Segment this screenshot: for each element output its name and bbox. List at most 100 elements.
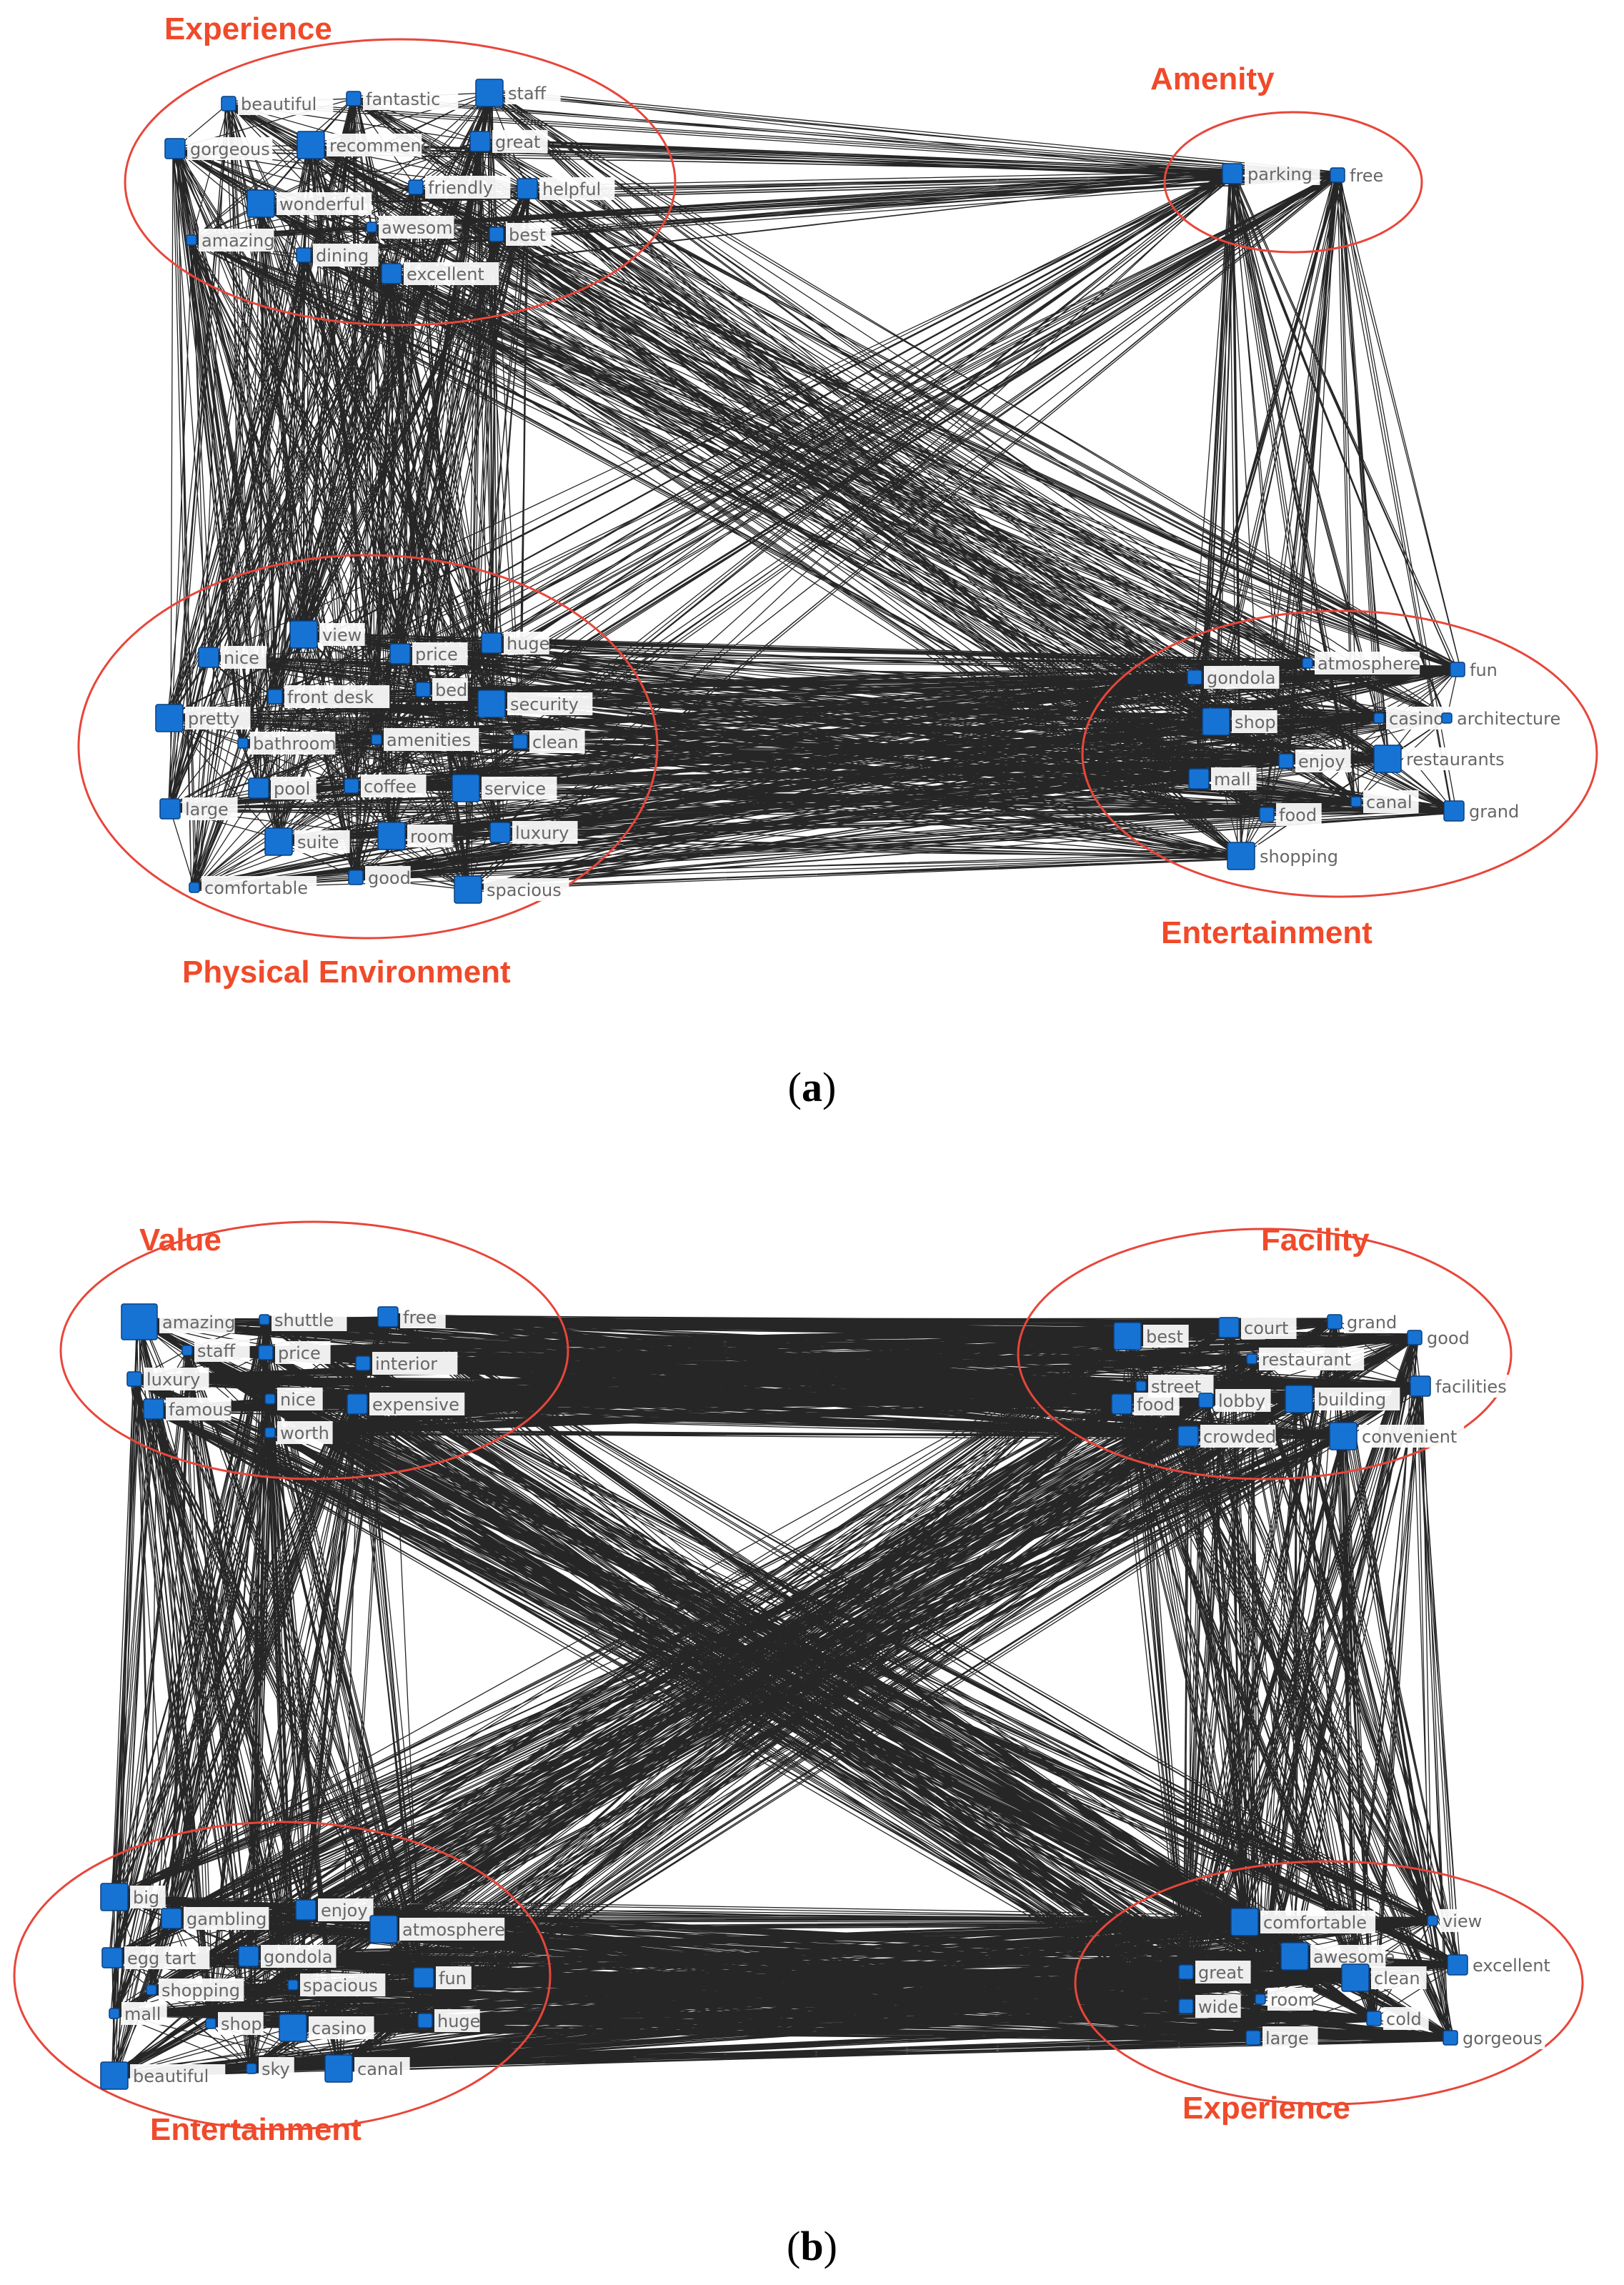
node-label-bg [194, 1339, 250, 1362]
node-square [238, 1946, 259, 1967]
node-label-bg [512, 821, 578, 844]
node-label-bg [250, 732, 336, 755]
node: comfortable [189, 876, 317, 899]
node-square [1259, 807, 1275, 822]
node: enjoy [295, 1898, 374, 1921]
node-label-bg [275, 1341, 331, 1364]
node-square [181, 1345, 193, 1356]
node-square [344, 778, 359, 794]
node-label: shop [221, 2014, 262, 2034]
node-label: convenient [1362, 1427, 1457, 1447]
node-label: mall [124, 2004, 161, 2024]
node-label-bg [130, 2064, 226, 2087]
node-label-bg [218, 2012, 264, 2035]
node-label: pretty [188, 709, 239, 729]
node-label-bg [1195, 1995, 1241, 2018]
node-square [512, 734, 528, 750]
node-label-bg [1295, 750, 1351, 772]
node-square [1285, 1385, 1313, 1413]
node-label-bg [1143, 1325, 1189, 1348]
node-square [355, 1355, 371, 1371]
node-label: famous [169, 1400, 232, 1420]
node-square [1407, 1330, 1423, 1345]
node: atmosphere [1302, 652, 1420, 674]
node: restaurant [1246, 1348, 1365, 1370]
node-label: service [484, 779, 546, 799]
node-label-bg [1262, 2026, 1318, 2049]
node-label: gondola [1207, 668, 1275, 688]
node: coffee [344, 775, 427, 797]
node-square [121, 1303, 158, 1340]
node: dining [296, 244, 379, 267]
node-label: gondola [264, 1947, 332, 1967]
node: food [1111, 1393, 1180, 1415]
node-label-bg [159, 1978, 244, 2001]
node-square [1450, 662, 1465, 677]
node: sky [246, 2057, 294, 2080]
node: great [469, 130, 548, 153]
node-square [100, 1883, 129, 1911]
node-square [408, 179, 424, 195]
node: mall [109, 2002, 167, 2025]
node-label-bg [492, 130, 548, 153]
node-label: free [403, 1308, 437, 1328]
node: clean [1341, 1963, 1427, 1992]
node-label: recommend [329, 136, 432, 156]
node-label-bg [425, 176, 511, 199]
node-square [413, 1967, 434, 1988]
node: recommend [297, 131, 432, 159]
node-label-bg [185, 707, 251, 730]
node-label-bg [365, 866, 411, 889]
node: helpful [517, 177, 615, 200]
node-square [1341, 1963, 1370, 1992]
node-square [264, 827, 293, 856]
node-label-bg [400, 1305, 446, 1328]
node-square [417, 2013, 433, 2028]
cluster-title: Experience [164, 11, 332, 46]
node-label: amenities [387, 730, 471, 750]
node-label: fantastic [366, 89, 440, 109]
node-square [1135, 1380, 1147, 1392]
node: gondola [238, 1945, 337, 1968]
node-label: casino [312, 2018, 367, 2038]
node-square [469, 131, 491, 152]
node-label: crowded [1203, 1427, 1276, 1447]
node-label: expensive [372, 1395, 459, 1415]
node-label-bg [272, 1308, 347, 1331]
node-label-bg [1232, 710, 1277, 733]
node-square [324, 2054, 353, 2083]
node-label: enjoy [321, 1901, 368, 1921]
node-label: coffee [364, 777, 417, 797]
node-square [1280, 1942, 1309, 1971]
node-square [264, 1393, 276, 1405]
node-square [155, 704, 184, 732]
node: good [348, 866, 411, 889]
node-label-bg [1241, 1316, 1297, 1339]
node-label-bg [277, 1421, 333, 1444]
node-label: large [1265, 2028, 1309, 2048]
node-label-bg [369, 1393, 465, 1415]
node-square [347, 1393, 368, 1415]
caption-b: (b) [787, 2223, 837, 2269]
node: great [1178, 1961, 1251, 1983]
node-label: price [278, 1343, 321, 1363]
node-square [1202, 707, 1230, 736]
node: convenient [1329, 1422, 1465, 1450]
node-label-bg [399, 1918, 505, 1941]
node-square [1373, 745, 1402, 773]
node: building [1285, 1385, 1400, 1413]
cluster-ellipse [77, 554, 659, 940]
node: service [452, 774, 557, 802]
node: fun [1450, 658, 1503, 681]
node-label-bg [284, 685, 390, 708]
node-label-bg [1200, 1425, 1276, 1448]
node-label-bg [184, 1907, 269, 1930]
node-square [287, 1979, 299, 1991]
node-label-bg [318, 1898, 374, 1921]
node-square [477, 690, 506, 718]
node-square [1187, 669, 1202, 685]
node-label-bg [1257, 845, 1342, 867]
